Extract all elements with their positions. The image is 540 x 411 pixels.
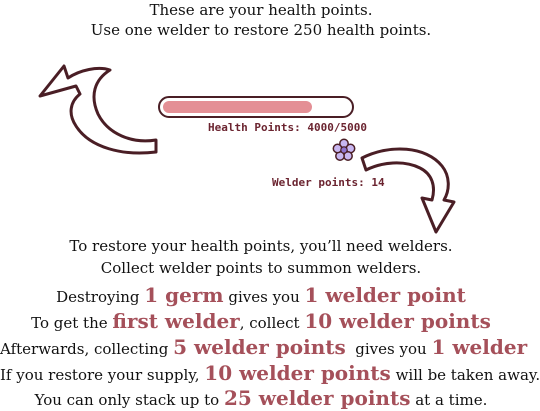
line3-text-a: Destroying [56,288,145,306]
line3-text-b: gives you [223,288,305,306]
instruction-line-4: To get the first welder, collect 10 weld… [0,309,522,333]
health-bar [158,96,354,118]
instruction-line-3: Destroying 1 germ gives you 1 welder poi… [0,283,522,307]
health-points-label: Health Points: 4000/5000 [208,121,367,134]
line3-highlight-germ: 1 germ [144,283,224,307]
instruction-line-5: Afterwards, collecting 5 welder points g… [0,335,527,359]
line7-text-b: at a time. [410,391,488,409]
intro-line-1: These are your health points. [149,1,373,19]
line5-highlight-5-points: 5 welder points [173,335,346,359]
welder-points-label: Welder points: 14 [272,176,385,189]
line4-text-b: , collect [239,314,305,332]
flower-icon [332,138,356,161]
line6-text-b: will be taken away. [390,366,540,384]
line7-text-a: You can only stack up to [34,391,224,409]
line4-highlight-10-points: 10 welder points [304,309,491,333]
line5-text-a: Afterwards, collecting [0,340,174,358]
curved-arrow-right-icon [360,147,456,234]
instruction-line-2: Collect welder points to summon welders. [100,259,422,277]
line5-text-b: gives you [345,340,432,358]
line3-highlight-welder-point: 1 welder point [304,283,466,307]
curved-arrow-left-icon [38,64,158,155]
instruction-line-7: You can only stack up to 25 welder point… [0,386,522,410]
line7-highlight-25-points: 25 welder points [223,386,411,410]
intro-line-2: Use one welder to restore 250 health poi… [90,21,432,39]
line4-text-a: To get the [31,314,113,332]
instruction-line-1: To restore your health points, you’ll ne… [69,237,453,255]
line4-highlight-first-welder: first welder [112,309,240,333]
line6-highlight-10-points: 10 welder points [204,361,391,385]
health-bar-fill [163,101,312,113]
line5-highlight-1-welder: 1 welder [431,335,528,359]
instruction-line-6: If you restore your supply, 10 welder po… [0,361,540,385]
line6-text-a: If you restore your supply, [0,366,205,384]
